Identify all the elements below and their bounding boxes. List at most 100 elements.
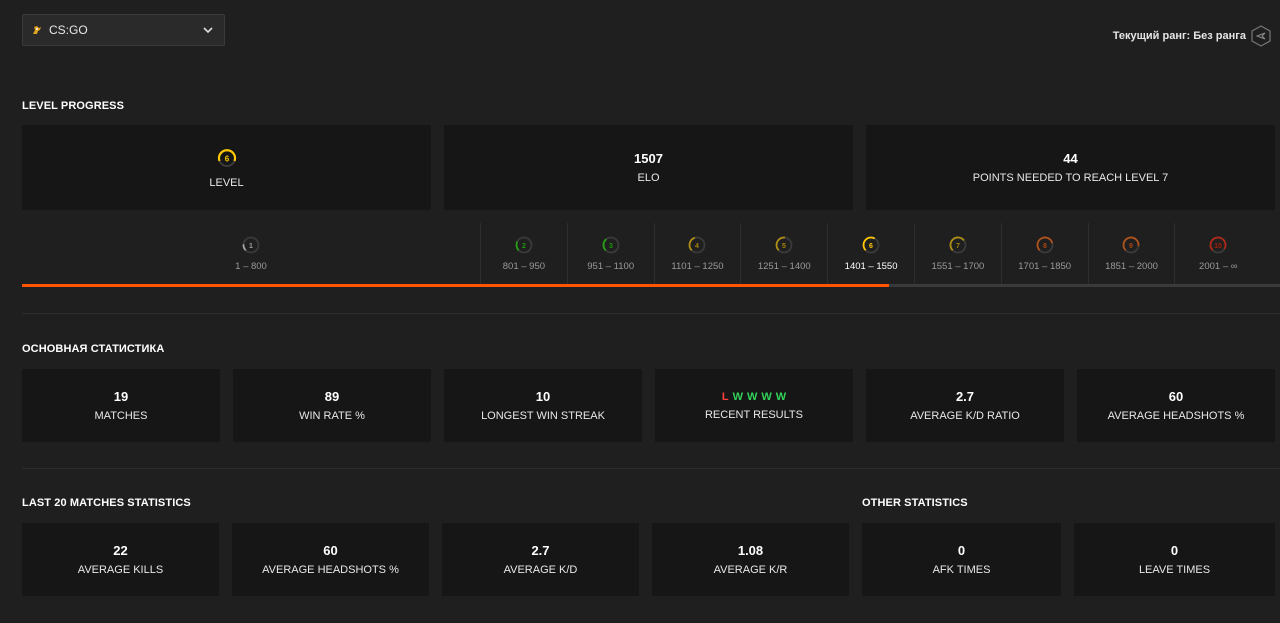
elo-progress-fill (22, 284, 889, 287)
leave-times-value: 0 (1170, 543, 1179, 558)
svg-text:6: 6 (224, 154, 229, 163)
level-7-segment: 7 1551 – 1700 (914, 223, 1001, 285)
matches-value: 19 (113, 389, 129, 404)
headshots-label: AVERAGE HEADSHOTS % (1107, 410, 1245, 422)
main-stats-title: ОСНОВНАЯ СТАТИСТИКА (22, 343, 165, 355)
avg-kr-value: 1.08 (737, 543, 764, 558)
level-7-number: 7 (956, 243, 960, 250)
points-needed-label: POINTS NEEDED TO REACH LEVEL 7 (972, 172, 1169, 184)
afk-times-card: 0 AFK TIMES (862, 523, 1061, 596)
level-7-icon: 7 (948, 235, 968, 255)
longest-streak-label: LONGEST WIN STREAK (481, 410, 605, 422)
level-9-number: 9 (1130, 243, 1134, 250)
level-3-range: 951 – 1100 (587, 261, 635, 272)
avg-kills-value: 22 (113, 543, 128, 558)
rank-badge-icon (1250, 25, 1272, 47)
level-6-icon: 6 (216, 147, 238, 169)
avg-headshots-card: 60 AVERAGE HEADSHOTS % (232, 523, 429, 596)
afk-times-label: AFK TIMES (932, 564, 991, 576)
level-1-segment: 1 1 – 800 (22, 223, 480, 285)
level-8-number: 8 (1043, 243, 1047, 250)
level-2-segment: 2 801 – 950 (480, 223, 567, 285)
level-1-number: 1 (249, 243, 253, 250)
win-rate-card: 89 WIN RATE % (233, 369, 431, 442)
level-3-segment: 3 951 – 1100 (566, 223, 654, 285)
win-rate-value: 89 (324, 389, 340, 404)
section-divider (22, 313, 1280, 314)
level-5-range: 1251 – 1400 (757, 261, 811, 272)
csgo-logo-icon (31, 24, 43, 36)
leave-times-card: 0 LEAVE TIMES (1074, 523, 1275, 596)
level-2-range: 801 – 950 (502, 261, 546, 272)
avg-kr-label: AVERAGE K/R (713, 564, 788, 576)
avg-kr-card: 1.08 AVERAGE K/R (652, 523, 849, 596)
level-card: 6 LEVEL (22, 125, 431, 210)
avg-kd-card: 2.7 AVERAGE K/D (442, 523, 639, 596)
elo-label: ELO (637, 172, 660, 184)
level-9-icon: 9 (1121, 235, 1141, 255)
recent-result-1: L (721, 390, 729, 403)
headshots-value: 60 (1168, 389, 1184, 404)
level-5-icon: 5 (774, 235, 794, 255)
level-6-range: 1401 – 1550 (844, 261, 898, 272)
level-4-number: 4 (696, 243, 700, 250)
level-4-icon: 4 (687, 235, 707, 255)
level-1-range: 1 – 800 (235, 261, 267, 272)
avg-kd-value: 2.7 (531, 543, 550, 558)
level-5-segment: 5 1251 – 1400 (740, 223, 827, 285)
avg-headshots-value: 60 (323, 543, 338, 558)
kd-ratio-value: 2.7 (955, 389, 975, 404)
game-selector-dropdown[interactable]: CS:GO (22, 14, 225, 46)
leave-times-label: LEAVE TIMES (1138, 564, 1211, 576)
level-9-range: 1851 – 2000 (1105, 261, 1158, 272)
win-rate-label: WIN RATE % (299, 410, 365, 422)
level-3-number: 3 (609, 243, 613, 250)
avg-kills-card: 22 AVERAGE KILLS (22, 523, 219, 596)
level-8-icon: 8 (1035, 235, 1055, 255)
recent-result-3: W (746, 390, 758, 403)
last20-title: LAST 20 MATCHES STATISTICS (22, 497, 191, 509)
longest-streak-value: 10 (535, 389, 551, 404)
current-rank-label: Текущий ранг: Без ранга (1112, 30, 1246, 42)
afk-times-value: 0 (957, 543, 966, 558)
avg-kd-label: AVERAGE K/D (503, 564, 578, 576)
level-3-icon: 3 (601, 235, 621, 255)
recent-result-2: W (732, 390, 743, 403)
elo-value: 1507 (634, 151, 663, 166)
level-6-segment: 6 1401 – 1550 (827, 223, 914, 285)
chevron-down-icon (202, 24, 214, 36)
level-10-number: 10 (1214, 243, 1222, 250)
level-10-segment: 10 2001 – ∞ (1174, 223, 1261, 285)
kd-ratio-label: AVERAGE K/D RATIO (910, 410, 1020, 422)
level-2-icon: 2 (514, 235, 534, 255)
headshots-card: 60 AVERAGE HEADSHOTS % (1077, 369, 1275, 442)
longest-streak-card: 10 LONGEST WIN STREAK (444, 369, 642, 442)
level-5-number: 5 (782, 243, 786, 250)
level-4-range: 1101 – 1250 (671, 261, 724, 272)
level-label: LEVEL (209, 176, 244, 189)
level-7-range: 1551 – 1700 (931, 261, 985, 272)
other-stats-title: OTHER STATISTICS (862, 497, 968, 509)
points-needed-value: 44 (1063, 151, 1078, 166)
section-divider (22, 468, 1280, 469)
recent-result-5: W (775, 390, 787, 403)
points-needed-card: 44 POINTS NEEDED TO REACH LEVEL 7 (866, 125, 1275, 210)
elo-progress-bar (22, 284, 1280, 287)
level-10-range: 2001 – ∞ (1199, 261, 1238, 272)
level-4-segment: 4 1101 – 1250 (653, 223, 741, 285)
level-8-range: 1701 – 1850 (1018, 261, 1072, 272)
level-6-number: 6 (869, 243, 873, 250)
level-10-icon: 10 (1208, 235, 1228, 255)
matches-card: 19 MATCHES (22, 369, 220, 442)
level-2-number: 2 (522, 243, 526, 250)
elo-card: 1507 ELO (444, 125, 853, 210)
level-progress-title: LEVEL PROGRESS (22, 100, 125, 112)
level-6-icon: 6 (861, 235, 881, 255)
level-9-segment: 9 1851 – 2000 (1087, 223, 1175, 285)
level-8-segment: 8 1701 – 1850 (1000, 223, 1088, 285)
avg-headshots-label: AVERAGE HEADSHOTS % (262, 564, 399, 576)
avg-kills-label: AVERAGE KILLS (77, 564, 164, 576)
kd-ratio-card: 2.7 AVERAGE K/D RATIO (866, 369, 1064, 442)
